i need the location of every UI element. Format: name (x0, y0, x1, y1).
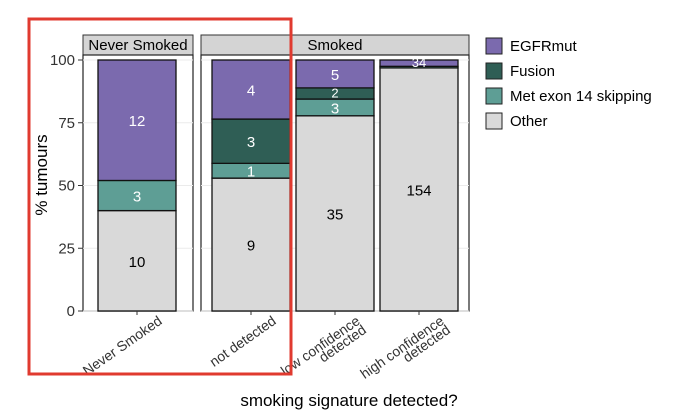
x-tick-label-line: Never Smoked (80, 312, 165, 378)
y-tick-label: 75 (58, 115, 75, 132)
bar-value-label: 3 (133, 189, 141, 206)
x-axis-title: smoking signature detected? (240, 391, 457, 410)
legend-swatch (485, 37, 503, 55)
bar-value-label: 4 (247, 83, 255, 100)
y-tick-label: 100 (50, 52, 75, 69)
bar-value-label: 1 (247, 164, 255, 181)
legend-swatch (485, 87, 503, 105)
y-tick-label: 0 (67, 303, 75, 320)
bar-segment (211, 118, 291, 165)
x-tick-label: not detected (206, 312, 278, 369)
y-axis: 0 25 50 75 100 (50, 52, 83, 320)
bar-value-label: 2 (331, 85, 338, 100)
bar-value-label: 35 (327, 206, 344, 223)
x-tick-label: Never Smoked (80, 312, 165, 378)
highlight-box (27, 17, 293, 376)
bar-segment (97, 179, 177, 212)
y-tick-label: 25 (58, 240, 75, 257)
bar-segment (295, 59, 375, 89)
bar-segment (211, 59, 291, 120)
bar-value-label: 10 (129, 254, 146, 271)
bar-value-label: 5 (331, 67, 339, 84)
x-tick-label: high confidencedetected (357, 312, 453, 390)
bar-segment (97, 59, 177, 182)
legend-label: Other (510, 113, 548, 130)
bar-segment (379, 67, 459, 312)
facet-strip-label: Never Smoked (88, 37, 187, 54)
bar-value-label: 3 (247, 134, 255, 151)
bar-segment (97, 209, 177, 312)
bar-value-label: 12 (129, 113, 146, 130)
legend-swatch (485, 112, 503, 130)
y-tick-label: 50 (58, 178, 75, 195)
legend-swatch (485, 62, 503, 80)
legend-label: Met exon 14 skipping (510, 88, 652, 105)
bar-segment (379, 59, 459, 67)
y-axis-title: % tumours (32, 134, 51, 215)
x-tick-label-line: not detected (206, 312, 278, 369)
legend-label: Fusion (510, 63, 555, 80)
bar-value-label: 34 (412, 55, 426, 70)
bar-value-label: 154 (406, 182, 431, 199)
facet-strip-label: Smoked (307, 37, 362, 54)
legend-label: EGFRmut (510, 38, 578, 55)
bar-value-label: 3 (331, 100, 339, 117)
bar-segment (295, 115, 375, 312)
bar-value-label: 9 (247, 238, 255, 255)
